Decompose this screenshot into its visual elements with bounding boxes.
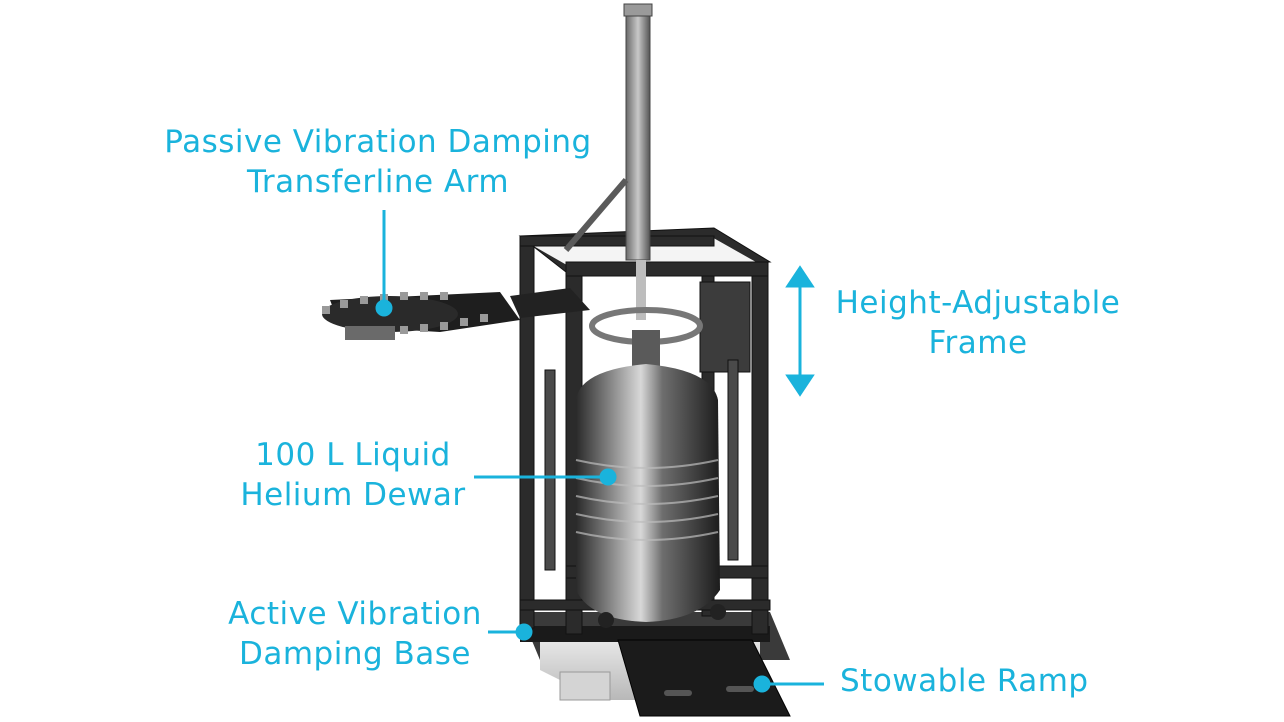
base-dot xyxy=(515,623,533,641)
dewar-dot xyxy=(599,468,617,486)
transferline-label-line2: Transferline Arm xyxy=(246,164,510,200)
base-label: Active Vibration Damping Base xyxy=(214,594,496,674)
frame-label-line2: Frame xyxy=(928,325,1028,361)
ramp-dot xyxy=(753,675,771,693)
dewar-label-line1: 100 L Liquid xyxy=(255,437,451,473)
helium-dewar xyxy=(575,307,726,628)
ramp-label-line1: Stowable Ramp xyxy=(840,663,1089,699)
transferline-label-line1: Passive Vibration Damping xyxy=(164,124,592,160)
dewar-label-line2: Helium Dewar xyxy=(240,477,466,513)
base-label-line1: Active Vibration xyxy=(228,596,482,632)
vertical-pole xyxy=(563,3,653,320)
transferline-dot xyxy=(375,299,393,317)
frame-label-line1: Height-Adjustable xyxy=(835,285,1121,321)
stowable-ramp xyxy=(617,639,791,717)
frame-arrow-up xyxy=(785,265,815,288)
transferline-label: Passive Vibration Damping Transferline A… xyxy=(150,122,606,202)
dewar-label: 100 L Liquid Helium Dewar xyxy=(228,435,478,515)
frame-arrow-down xyxy=(785,374,815,397)
ramp-label: Stowable Ramp xyxy=(840,661,1089,701)
transferline-arm xyxy=(322,288,590,340)
callout-lines xyxy=(375,210,824,693)
base-label-line2: Damping Base xyxy=(238,636,472,672)
frame-label: Height-Adjustable Frame xyxy=(820,283,1136,363)
